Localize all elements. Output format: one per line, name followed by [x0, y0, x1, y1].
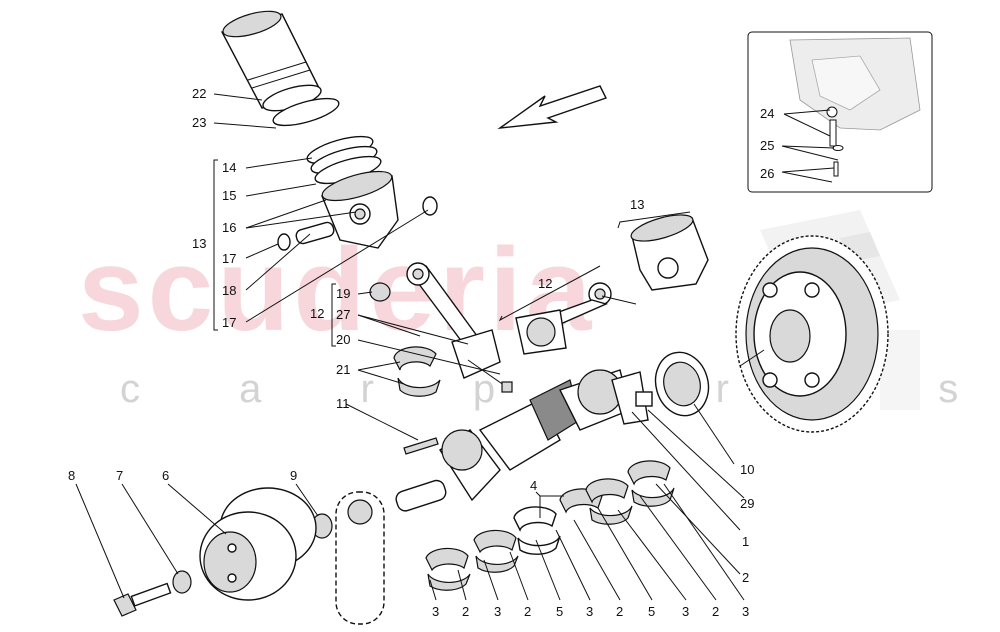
- callout-7: 7: [116, 468, 123, 483]
- callout-24: 24: [760, 106, 774, 121]
- circlip-left: [277, 233, 291, 251]
- callout-17-bottom: 17: [222, 315, 236, 330]
- callout-bottom-2: 2: [462, 604, 469, 619]
- callout-8: 8: [68, 468, 75, 483]
- callout-19: 19: [336, 286, 350, 301]
- main-bearing-shells: [425, 460, 675, 591]
- callout-bottom-10: 2: [712, 604, 719, 619]
- callout-18: 18: [222, 283, 236, 298]
- liner-seal-ring: [272, 97, 340, 127]
- callout-4: 4: [530, 478, 537, 493]
- callout-12-left: 12: [310, 306, 324, 321]
- connecting-rod-right: [515, 282, 612, 355]
- callout-21: 21: [336, 362, 350, 377]
- callout-23: 23: [192, 115, 206, 130]
- callout-13-left: 13: [192, 236, 206, 251]
- callout-right-2: 2: [742, 570, 749, 585]
- callout-20: 20: [336, 332, 350, 347]
- callout-26: 26: [760, 166, 774, 181]
- callout-15: 15: [222, 188, 236, 203]
- pulley-bolt: [113, 582, 172, 617]
- callout-13-right: 13: [630, 197, 644, 212]
- callout-bottom-8: 5: [648, 604, 655, 619]
- callout-1: 1: [742, 534, 749, 549]
- pulley-washer: [172, 570, 192, 594]
- flywheel: [735, 235, 889, 433]
- callout-bottom-6: 3: [586, 604, 593, 619]
- watermark-brand: scuderia: [78, 224, 595, 356]
- connecting-rod-left: [369, 262, 513, 393]
- woodruff-key: [403, 437, 439, 455]
- direction-arrow-icon: [497, 85, 607, 129]
- callout-bottom-4: 2: [524, 604, 531, 619]
- callout-bottom-11: 3: [742, 604, 749, 619]
- callout-bottom-5: 5: [556, 604, 563, 619]
- callout-10: 10: [740, 462, 754, 477]
- callout-16: 16: [222, 220, 236, 235]
- callout-6: 6: [162, 468, 169, 483]
- crankshaft: [395, 369, 653, 512]
- callout-bottom-1: 3: [432, 604, 439, 619]
- callout-27: 27: [336, 307, 350, 322]
- leader-lines: [75, 93, 765, 601]
- inset-detail-box: [747, 31, 933, 193]
- callout-bottom-7: 2: [616, 604, 623, 619]
- small-end-bushing: [369, 282, 391, 302]
- piston-left: [321, 170, 399, 249]
- piston-rings: [306, 135, 382, 185]
- callout-25: 25: [760, 138, 774, 153]
- callout-labels: 22 23 14 15 16 13 17 18 17 19 12 27 20 2…: [68, 86, 774, 619]
- crank-pin-dowel: [635, 391, 653, 407]
- callout-17-top: 17: [222, 251, 236, 266]
- vibration-damper-pulley: [199, 487, 317, 601]
- callout-bottom-3: 3: [494, 604, 501, 619]
- callout-11: 11: [336, 396, 350, 411]
- rod-bearing-shells: [393, 346, 441, 397]
- timing-chain: [335, 491, 385, 625]
- callout-12-right: 12: [538, 276, 552, 291]
- callout-22: 22: [192, 86, 206, 101]
- piston-right: [630, 214, 709, 291]
- rear-oil-seal: [654, 351, 710, 417]
- callout-bottom-9: 3: [682, 604, 689, 619]
- callout-14: 14: [222, 160, 236, 175]
- callout-9: 9: [290, 468, 297, 483]
- callout-29: 29: [740, 496, 754, 511]
- cylinder-liner: [220, 10, 322, 112]
